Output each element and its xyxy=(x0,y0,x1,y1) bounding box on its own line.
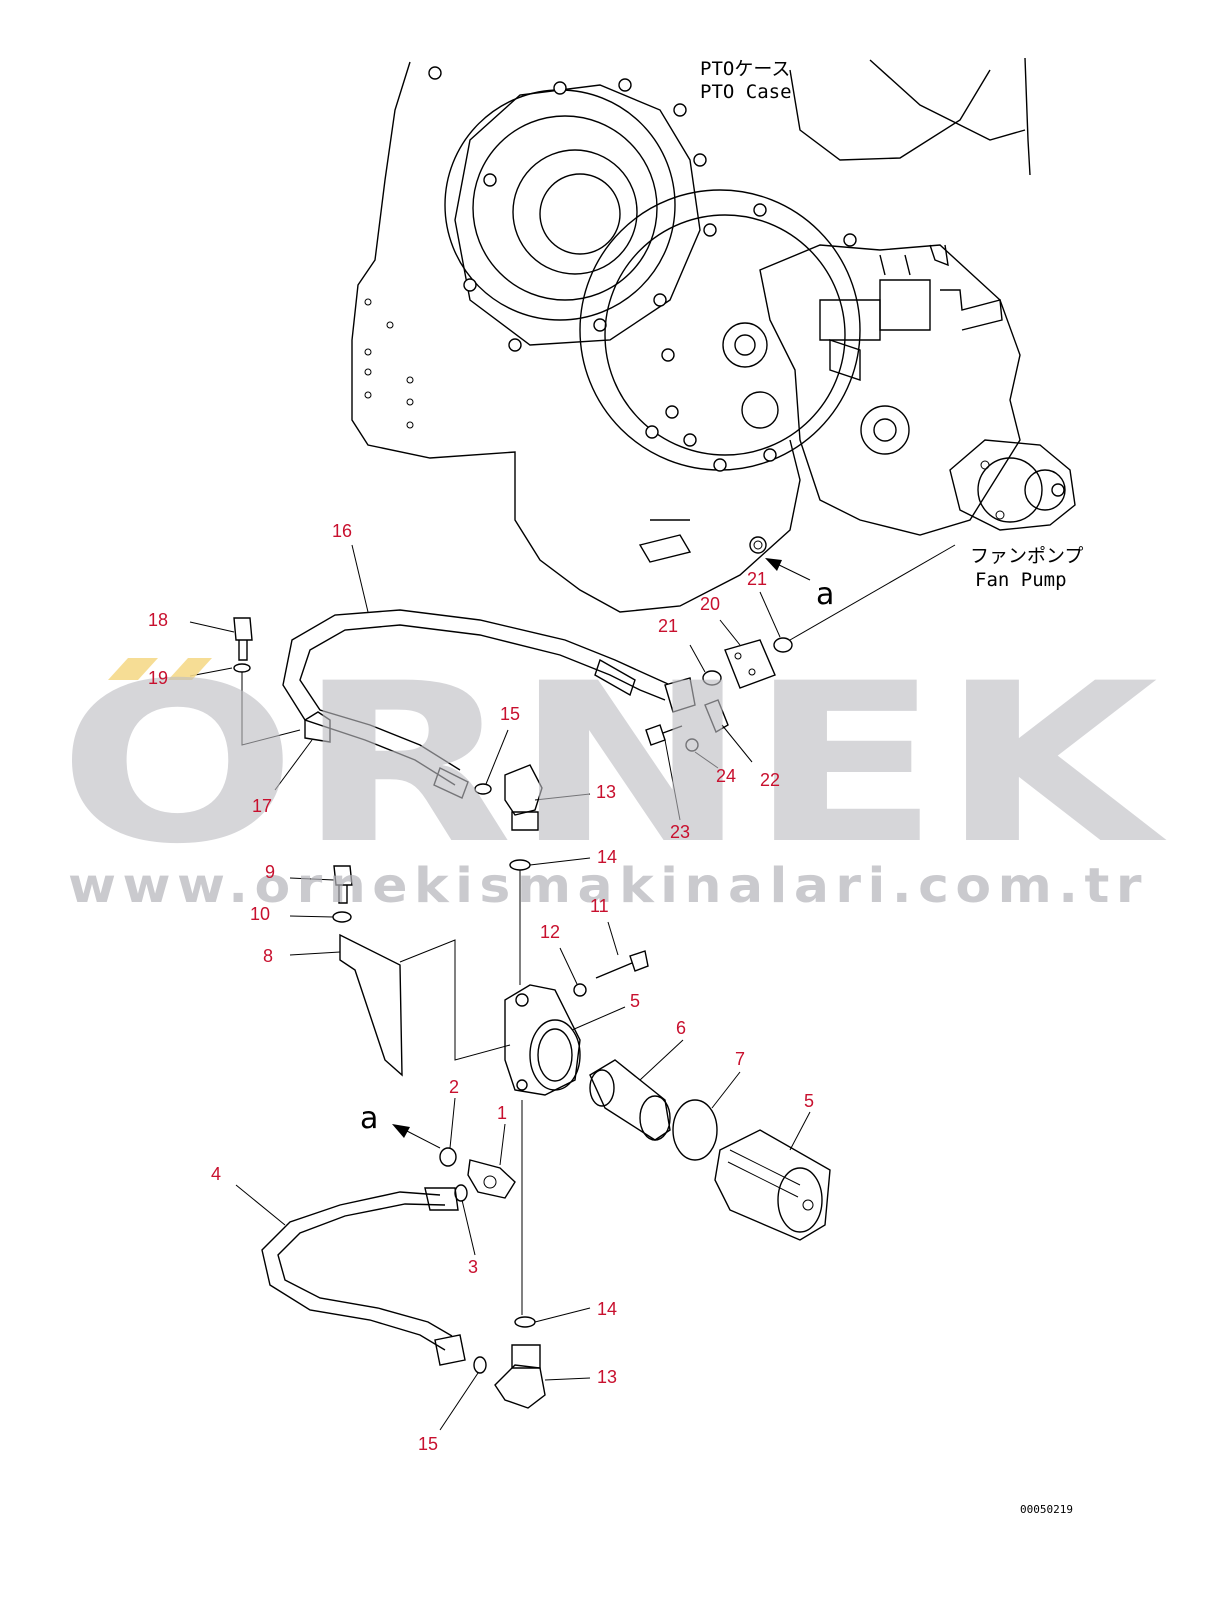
callout-4: 4 xyxy=(211,1164,221,1184)
filter-head-5 xyxy=(504,984,581,1096)
elbow-13-top xyxy=(504,764,543,831)
callout-17: 17 xyxy=(252,796,272,816)
fan-pump-label-jp: ファンポンプ xyxy=(970,545,1083,567)
o-ring-21-left xyxy=(702,670,722,686)
callouts: 16 18 19 17 21 21 20 15 13 22 23 24 14 9… xyxy=(148,521,814,1454)
callout-18: 18 xyxy=(148,610,168,630)
bracket-leader xyxy=(399,939,511,1061)
callout-5-head: 5 xyxy=(630,991,640,1011)
callout-12: 12 xyxy=(540,922,560,942)
view-arrow-a-top xyxy=(765,558,811,581)
bolt-18-leader xyxy=(241,672,301,746)
callout-23: 23 xyxy=(670,822,690,842)
bolt-11 xyxy=(595,950,649,979)
fan-pump xyxy=(949,439,1076,531)
watermark-url: www.ornekismakinalari.com.tr xyxy=(68,858,1148,914)
callout-14-top: 14 xyxy=(597,847,617,867)
watermark-accent-left xyxy=(108,658,158,680)
callout-20: 20 xyxy=(700,594,720,614)
pump-flange-bolts xyxy=(645,203,857,472)
fitting-1 xyxy=(467,1159,516,1199)
hose-16 xyxy=(282,609,696,799)
callout-13-top: 13 xyxy=(596,782,616,802)
callout-15-top: 15 xyxy=(500,704,520,724)
o-ring-7 xyxy=(672,1099,718,1161)
o-ring-15-bottom xyxy=(473,1356,487,1374)
callout-3: 3 xyxy=(468,1257,478,1277)
pto-case-drawing xyxy=(351,57,1076,613)
clamp-17 xyxy=(304,711,331,743)
half-clamp-22 xyxy=(704,699,729,734)
filter-element-6 xyxy=(589,1059,671,1141)
view-arrow-a-bottom xyxy=(392,1124,441,1149)
bracket-8 xyxy=(339,933,403,1077)
watermark: ORNEK www.ornekismakinalari.com.tr xyxy=(58,636,1168,914)
view-label-a-bottom: a xyxy=(360,1101,378,1136)
pto-case-label-en: PTO Case xyxy=(700,81,792,103)
callout-10: 10 xyxy=(250,904,270,924)
view-label-a-top: a xyxy=(816,577,834,612)
o-ring-15-top xyxy=(474,783,492,795)
elbow-13-bottom xyxy=(494,1344,546,1409)
callout-11: 11 xyxy=(590,896,609,916)
callout-22: 22 xyxy=(760,770,780,790)
callout-1: 1 xyxy=(497,1103,507,1123)
callout-5-case: 5 xyxy=(804,1091,814,1111)
flange-20 xyxy=(724,639,776,689)
housing-holes xyxy=(364,298,414,429)
o-ring-21-right xyxy=(773,637,793,653)
callout-6: 6 xyxy=(676,1018,686,1038)
fan-pump-leader xyxy=(789,544,956,641)
callout-24: 24 xyxy=(716,766,736,786)
hose-4 xyxy=(261,1187,466,1366)
fan-pump-label-en: Fan Pump xyxy=(975,569,1067,591)
callout-8: 8 xyxy=(263,946,273,966)
o-ring-2 xyxy=(439,1147,457,1167)
washer-24 xyxy=(685,738,699,752)
callout-21-left: 21 xyxy=(658,616,678,636)
callout-21-right: 21 xyxy=(747,569,767,589)
filter-case-5 xyxy=(714,1129,831,1241)
pto-case-label-jp: PTOケース xyxy=(700,58,790,80)
leader-lines xyxy=(189,544,811,1431)
callout-9: 9 xyxy=(265,862,275,882)
callout-16: 16 xyxy=(332,521,352,541)
callout-2: 2 xyxy=(449,1077,459,1097)
o-ring-14-bottom xyxy=(514,1316,536,1328)
bolt-18 xyxy=(233,617,253,661)
watermark-brand: ORNEK xyxy=(58,636,1168,892)
callout-7: 7 xyxy=(735,1049,745,1069)
flange-bolts xyxy=(428,66,707,352)
drawing-number: 00050219 xyxy=(1020,1503,1073,1516)
washer-12 xyxy=(573,983,587,997)
callout-13-bottom: 13 xyxy=(597,1367,617,1387)
callout-14-bottom: 14 xyxy=(597,1299,617,1319)
callout-19: 19 xyxy=(148,668,168,688)
callout-15-bottom: 15 xyxy=(418,1434,438,1454)
bolt-9 xyxy=(333,865,353,904)
watermark-accent-right xyxy=(168,658,212,680)
